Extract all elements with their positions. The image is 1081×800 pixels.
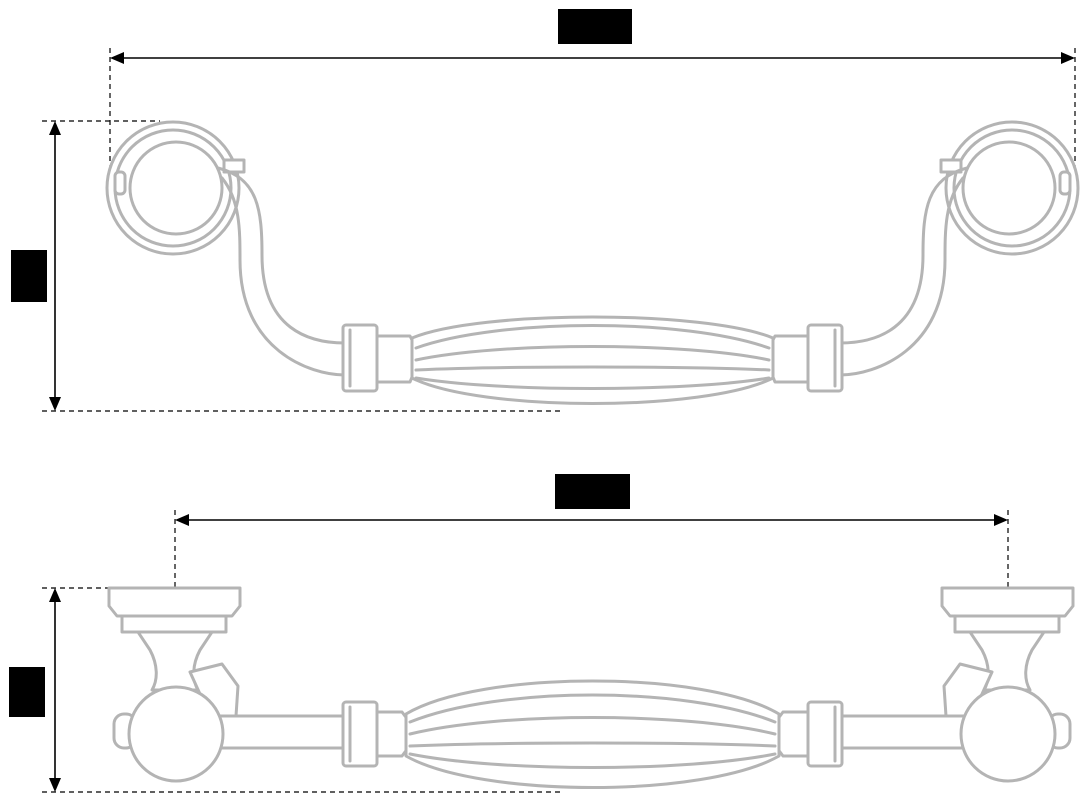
left-arm-inner [220,176,347,377]
bottom-width-label [555,474,630,509]
right-rosette-boss [961,140,1057,236]
top-height-label [11,250,47,302]
bottom-right-collar [806,700,844,768]
right-base-step [953,614,1061,634]
bottom-grip-flute-2 [408,716,777,736]
bottom-left-collar [341,700,379,768]
left-rod [208,714,348,750]
right-collar [806,323,844,393]
left-base-plate [107,586,242,618]
left-neck [375,334,416,384]
bottom-height-label [9,667,45,717]
top-height-arrow-lower [49,397,61,411]
grip-flute-1 [414,324,771,350]
bottom-grip-flute-4 [408,752,777,769]
bottom-view [42,510,1075,793]
left-arm-outer [216,166,347,345]
grip-barrel [410,315,775,405]
right-arm-outer [838,166,969,345]
bottom-right-neck [775,710,810,758]
top-height-arrow-upper [49,121,61,135]
bottom-height-arrow-upper [49,588,61,602]
right-pivot-block [939,158,963,174]
bottom-grip-flute-1 [408,693,777,724]
top-width-label [558,9,632,44]
right-neck [769,334,810,384]
bottom-height-arrow-lower [49,778,61,792]
right-rod [836,714,976,750]
left-end-ball [127,685,225,783]
grip-flute-2 [414,345,771,362]
left-base-step [120,614,228,634]
top-view [42,48,1080,412]
right-end-ball [959,685,1057,783]
left-rosette-boss [128,140,224,236]
bottom-grip-barrel [404,679,781,789]
right-arm-inner [838,176,965,377]
left-rosette-tab [113,170,127,196]
bottom-left-neck [375,710,410,758]
grip-flute-3 [414,365,771,372]
right-rosette-tab [1058,170,1072,196]
right-base-plate [940,586,1075,618]
top-width-arrow-left [110,52,124,64]
bottom-grip-flute-3 [408,741,777,748]
left-collar [341,323,379,393]
left-pivot-block [222,158,246,174]
grip-flute-4 [414,376,771,390]
top-width-arrow-right [1061,52,1075,64]
bottom-width-arrow-right [994,514,1008,526]
bottom-width-arrow-left [175,514,189,526]
